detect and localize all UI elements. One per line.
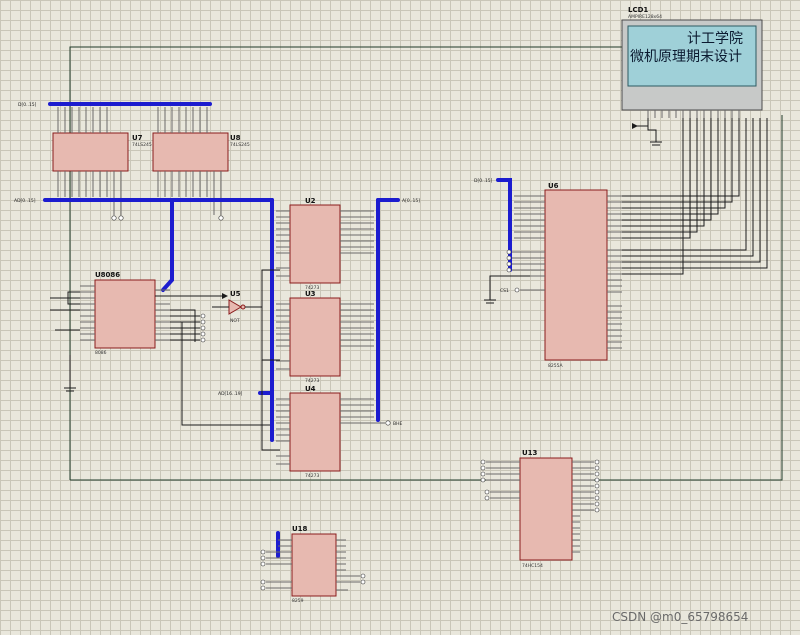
u5-ref: U5 xyxy=(230,290,241,298)
bus-label-a: A[0..15] xyxy=(402,198,420,204)
u4-chip: U4 74273 BHE xyxy=(276,385,402,479)
u7-part: 74LS245 xyxy=(132,142,152,148)
bus-lines: D[0..15] AD[0..15] A[0..15] AD[16..19] D… xyxy=(14,102,512,442)
watermark-text: CSDN @m0_65798654 xyxy=(612,610,748,624)
u3-part: 74273 xyxy=(305,378,319,384)
u5-part: NOT xyxy=(230,318,240,324)
u3-ref: U3 xyxy=(305,290,316,298)
cs1-label: CS1 xyxy=(500,288,509,294)
u6-part: 8255A xyxy=(548,363,563,369)
bus-label-ad-low: AD[16..19] xyxy=(218,391,243,397)
u6-ref: U6 xyxy=(548,182,559,190)
u5-not-gate: U5 NOT xyxy=(212,269,280,451)
u18-ref: U18 xyxy=(292,525,308,533)
u6-chip: U6 8255A CS1 xyxy=(484,182,622,369)
bus-label-d-u6: D[0..15] xyxy=(474,178,493,184)
u7-ref: U7 xyxy=(132,134,143,142)
lcd-text-line1: 计工学院 xyxy=(687,31,743,47)
u13-chip: U13 74HC154 xyxy=(480,449,600,569)
bus-label-ad: AD[0..15] xyxy=(14,198,36,204)
bus-label-d-top: D[0..15] xyxy=(18,102,37,108)
u18-chip: U18 8259 xyxy=(260,525,366,604)
u18-part: 8259 xyxy=(292,598,304,604)
u8-part: 74LS245 xyxy=(230,142,250,148)
u8-chip: U8 74LS245 xyxy=(152,107,250,221)
lcd-data-wires xyxy=(610,118,768,275)
lcd-ref: LCD1 xyxy=(628,6,648,14)
bhe-label: BHE xyxy=(393,421,402,427)
u8086-part: 8086 xyxy=(95,350,107,356)
u2-ref: U2 xyxy=(305,197,316,205)
u2-chip: U2 74273 xyxy=(276,197,374,291)
lcd-text-line2: 微机原理期末设计 xyxy=(630,49,742,65)
u4-part: 74273 xyxy=(305,473,319,479)
lcd-ground xyxy=(632,118,662,146)
u8086-ref: U8086 xyxy=(95,271,120,279)
u13-part: 74HC154 xyxy=(522,563,543,569)
frame-wires xyxy=(69,46,783,481)
u4-ref: U4 xyxy=(305,385,316,393)
u8086-chip: U8086 8086 xyxy=(50,271,270,426)
lcd-part: AMPIRE128x64 xyxy=(628,14,662,20)
lcd-pins xyxy=(647,110,740,118)
u2-part: 74273 xyxy=(305,285,319,291)
u8-ref: U8 xyxy=(230,134,241,142)
u3-chip: U3 74273 xyxy=(276,290,374,384)
lcd-display: LCD1 AMPIRE128x64 计工学院 微机原理期末设计 xyxy=(621,6,763,146)
u13-ref: U13 xyxy=(522,449,538,457)
u7-chip: U7 74LS245 xyxy=(52,107,152,221)
